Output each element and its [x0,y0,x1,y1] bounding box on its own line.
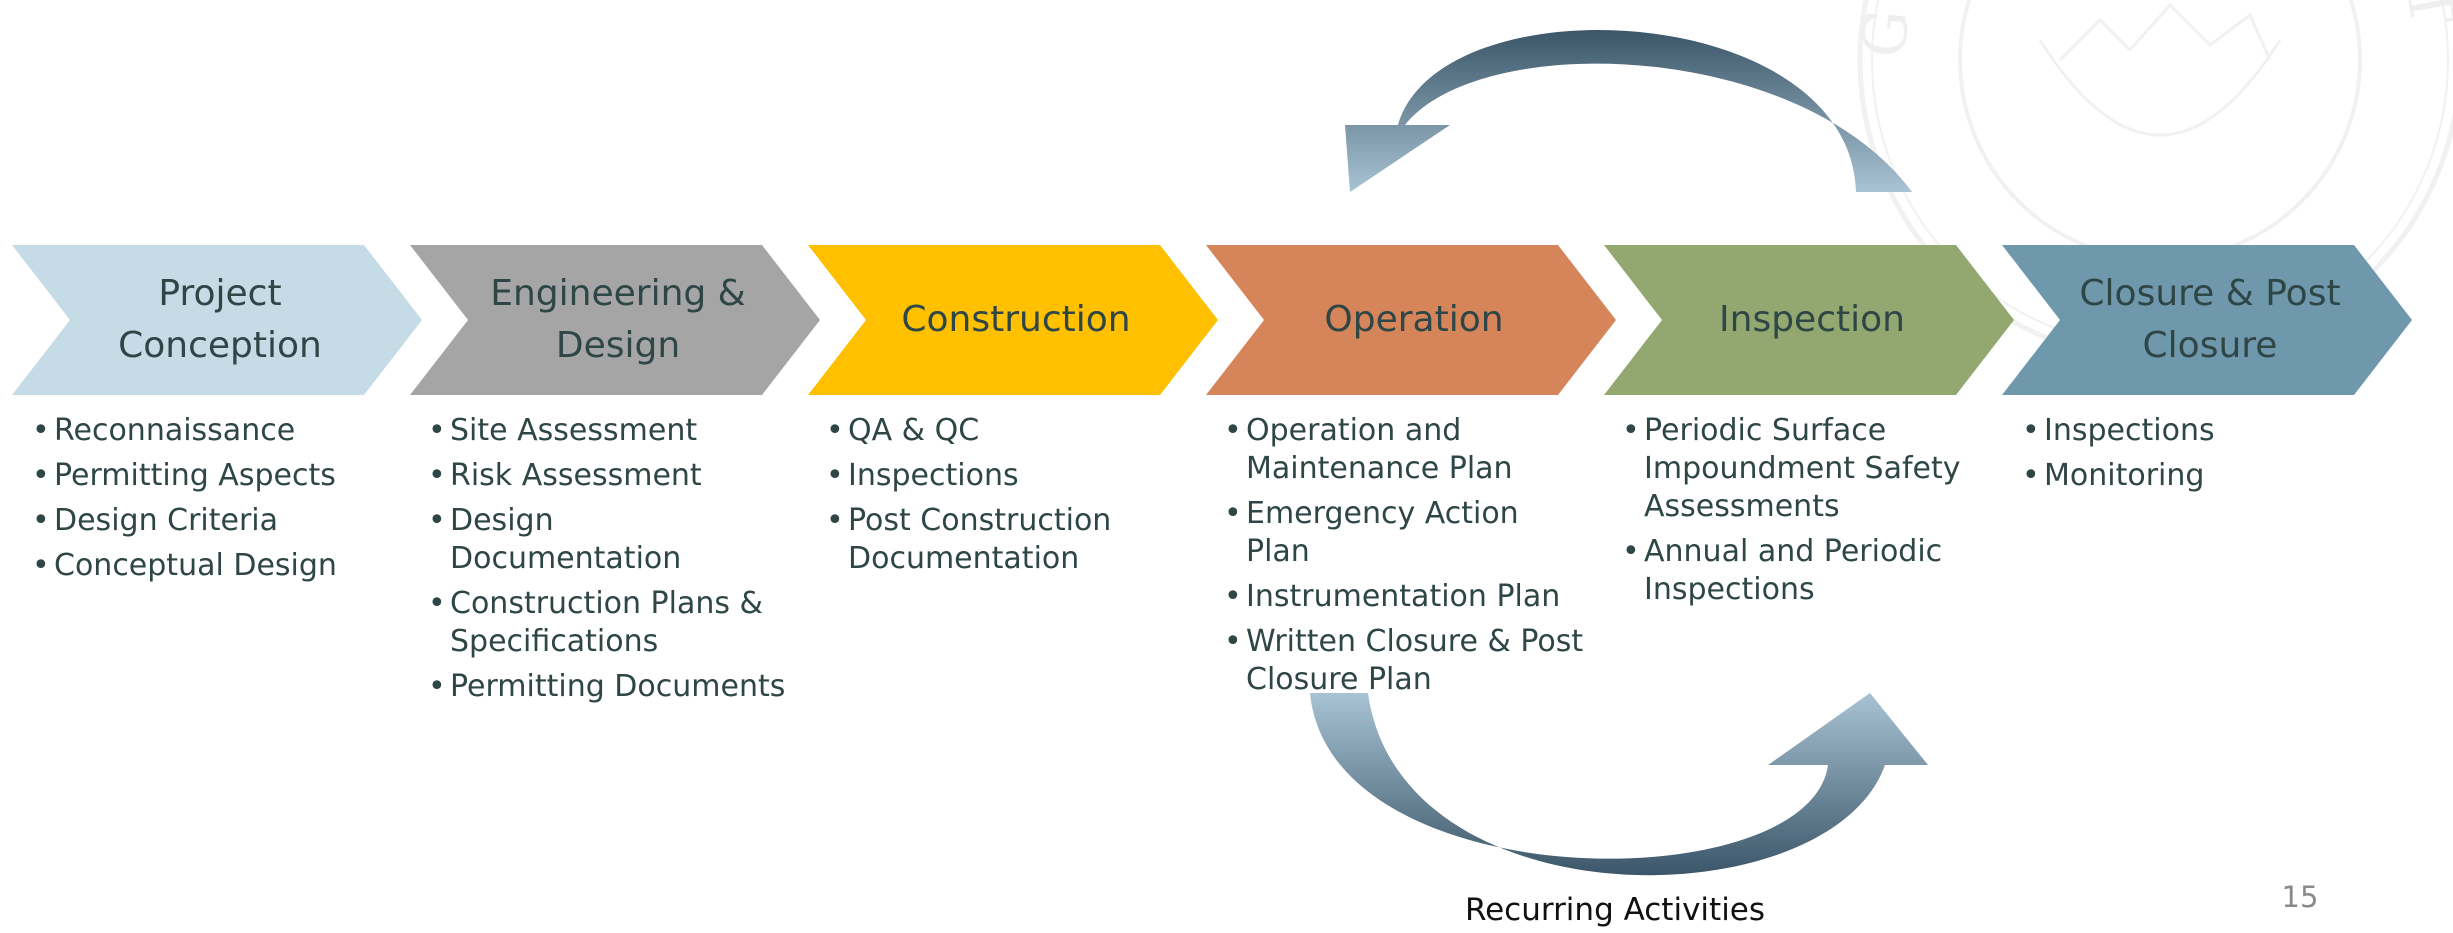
chevron-engineering-design [410,245,820,395]
bullets-operation: Operation and Maintenance Plan Emergency… [1224,412,1584,706]
chevron-inspection [1604,245,2014,395]
list-item: Design Documentation [428,502,788,578]
list-item: Site Assessment [428,412,788,450]
recurring-activities-label: Recurring Activities [1464,892,1766,928]
chevron-construction [808,245,1218,395]
bullets-project-conception: Reconnaissance Permitting Aspects Design… [32,412,392,592]
list-item: Emergency Action Plan [1224,495,1584,571]
list-item: Design Criteria [32,502,392,540]
recurring-cycle-arrow-bottom [1310,693,1928,876]
bullets-construction: QA & QC Inspections Post Construction Do… [826,412,1186,585]
list-item: Written Closure & Post Closure Plan [1224,623,1584,699]
list-item: Annual and Periodic Inspections [1622,533,1982,609]
list-item: Monitoring [2022,457,2382,495]
chevron-project-conception [12,245,422,395]
list-item: Inspections [826,457,1186,495]
bullets-closure-post-closure: Inspections Monitoring [2022,412,2382,502]
page-number: 15 [2281,880,2319,914]
list-item: Reconnaissance [32,412,392,450]
list-item: Construction Plans & Specifications [428,585,788,661]
list-item: Operation and Maintenance Plan [1224,412,1584,488]
stage-title-construction: Construction [901,299,1131,340]
list-item: Conceptual Design [32,547,392,585]
list-item: QA & QC [826,412,1186,450]
bullets-engineering-design: Site Assessment Risk Assessment Design D… [428,412,788,713]
stage-title-closure-post-closure: Closure & Post Closure [2079,273,2341,366]
chevron-operation [1206,245,1616,395]
stage-title-project-conception: Project Conception [118,273,322,366]
bullets-inspection: Periodic Surface Impoundment Safety Asse… [1622,412,1982,616]
list-item: Periodic Surface Impoundment Safety Asse… [1622,412,1982,526]
list-item: Inspections [2022,412,2382,450]
stage-title-inspection: Inspection [1719,299,1905,340]
list-item: Permitting Documents [428,668,788,706]
list-item: Risk Assessment [428,457,788,495]
svg-text:GREAT SEAL OF THE STATE OF ARI: GREAT SEAL OF THE STATE OF ARIZONA [0,0,2453,62]
list-item: Permitting Aspects [32,457,392,495]
seal-lettering: GREAT SEAL OF THE STATE OF ARIZONA [0,0,2453,62]
list-item: Instrumentation Plan [1224,578,1584,616]
list-item: Post Construction Documentation [826,502,1186,578]
stage-title-operation: Operation [1324,299,1504,340]
stage-title-engineering-design: Engineering & Design [490,273,746,366]
stage-chevrons [12,245,2412,395]
recurring-cycle-arrow-top [1345,30,1912,192]
chevron-closure-post-closure [2002,245,2412,395]
